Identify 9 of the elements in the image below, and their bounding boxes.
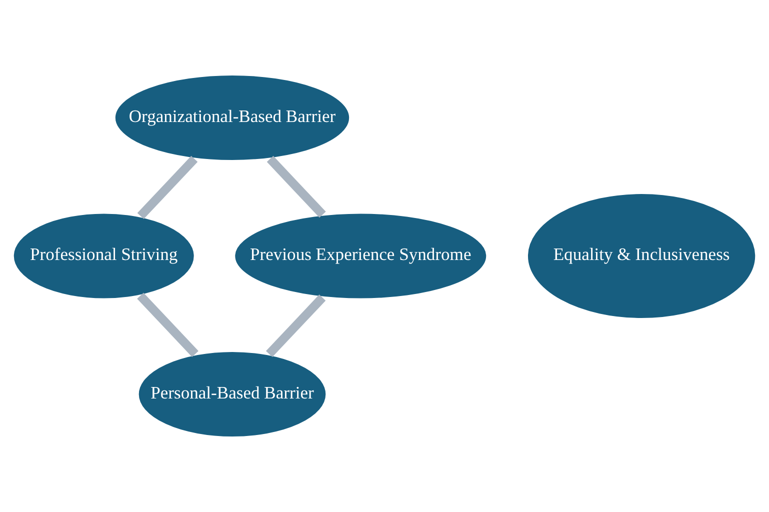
connector bbox=[266, 156, 326, 218]
node-ellipse: Previous Experience Syndrome bbox=[232, 212, 488, 300]
connector bbox=[137, 156, 198, 220]
node-ellipse: Equality & Inclusiveness bbox=[526, 192, 758, 320]
node-ellipse: Organizational-Based Barrier bbox=[113, 73, 352, 162]
connector bbox=[266, 294, 326, 358]
connector bbox=[137, 292, 198, 357]
node-ellipse: Professional Striving bbox=[12, 212, 196, 300]
node-ellipse: Personal-Based Barrier bbox=[136, 350, 328, 439]
